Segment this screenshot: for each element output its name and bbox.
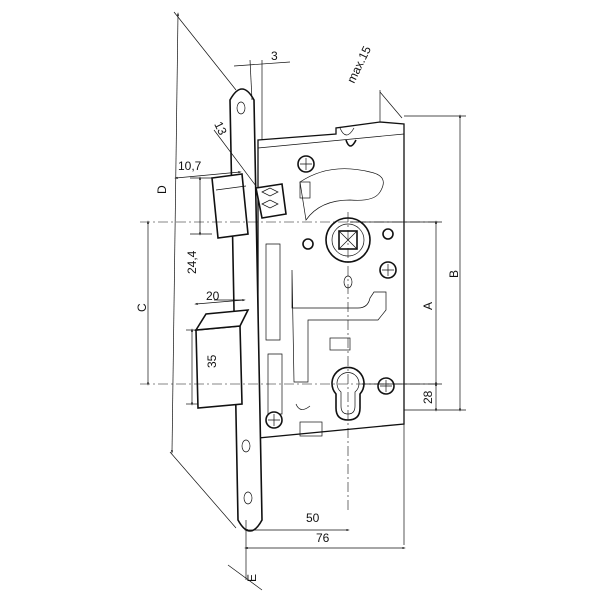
label-13: 13 <box>211 119 230 137</box>
label-C: C <box>135 303 149 312</box>
faceplate-screw-hole-bottom <box>243 491 253 505</box>
latch-spring-block <box>255 183 287 219</box>
internal-slots <box>265 168 387 437</box>
case-outline <box>257 121 405 439</box>
latch-bolt-line <box>215 185 247 191</box>
left-lower-slot <box>267 353 283 415</box>
left-slot <box>265 243 281 341</box>
bottom-hook <box>295 403 311 410</box>
label-20: 20 <box>206 289 220 303</box>
label-10-7: 10,7 <box>178 159 202 173</box>
dead-bolt-front <box>195 325 243 409</box>
dim-13-line <box>213 129 257 187</box>
screw-middle-right <box>379 261 397 279</box>
screw-upper-right <box>382 228 394 240</box>
latch-bolt-body <box>211 173 249 239</box>
faceplate-screw-hole-top <box>236 101 246 115</box>
label-24-4: 24,4 <box>185 250 199 274</box>
small-slot <box>329 337 351 351</box>
bottom-square <box>299 421 323 437</box>
dim-max15-line <box>379 91 403 119</box>
case-hook <box>345 139 357 147</box>
center-lines <box>140 212 440 510</box>
screw-bottom-right <box>377 377 395 395</box>
dimension-lines <box>146 12 462 591</box>
dim-D-line <box>170 12 180 454</box>
dead-bolt-top <box>194 309 250 331</box>
dim-10-7-line <box>174 171 242 179</box>
dim-3-line <box>233 61 291 67</box>
label-E: E <box>245 574 259 582</box>
label-3: 3 <box>271 49 278 63</box>
screw-top <box>297 155 315 173</box>
lever-slot <box>291 269 387 383</box>
dim-E-line <box>227 564 263 591</box>
upper-slot <box>299 168 384 221</box>
label-28: 28 <box>421 390 435 404</box>
lock-case <box>257 121 405 439</box>
label-B: B <box>447 270 461 278</box>
latch-tab <box>299 181 311 199</box>
label-A: A <box>421 302 435 310</box>
case-top-notch <box>339 127 355 136</box>
label-76: 76 <box>316 531 330 545</box>
case-top-edge <box>257 133 405 149</box>
label-D: D <box>155 185 169 194</box>
faceplate-screw-hole-lower <box>241 439 251 453</box>
screw-bottom-left <box>265 411 283 429</box>
cylinder-inner <box>336 372 360 415</box>
dead-bolt <box>194 309 250 409</box>
screws <box>265 155 397 429</box>
screw-middle-left <box>302 238 314 250</box>
label-35: 35 <box>205 354 219 368</box>
latch-spring <box>261 187 279 209</box>
label-max15: max.15 <box>344 44 374 86</box>
dim-20-line <box>194 299 246 305</box>
label-50: 50 <box>306 511 320 525</box>
